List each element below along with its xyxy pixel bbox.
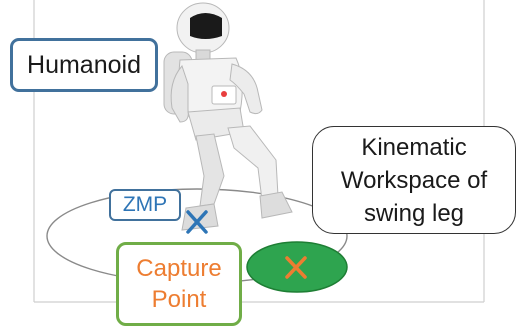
- kinematic-workspace-label: Kinematic Workspace of swing leg: [312, 126, 516, 234]
- robot-visor: [190, 13, 222, 39]
- capture-point-label-line-2: Point: [151, 286, 207, 313]
- capture-point-marker: [285, 256, 307, 279]
- zmp-marker: [186, 210, 208, 234]
- capture-point-label: Capture Point: [116, 242, 242, 326]
- zmp-label-text: ZMP: [122, 193, 168, 216]
- capture-point-label-line-1: Capture: [136, 255, 222, 282]
- humanoid-label: Humanoid: [10, 38, 158, 92]
- zmp-label: ZMP: [109, 189, 181, 221]
- kinematic-workspace-label-line-2: Workspace of: [340, 166, 488, 194]
- kinematic-workspace-label-line-3: swing leg: [363, 199, 465, 227]
- humanoid-label-text: Humanoid: [27, 50, 141, 79]
- kinematic-workspace-label-line-1: Kinematic: [361, 133, 467, 161]
- humanoid-robot-illustration: [163, 2, 293, 231]
